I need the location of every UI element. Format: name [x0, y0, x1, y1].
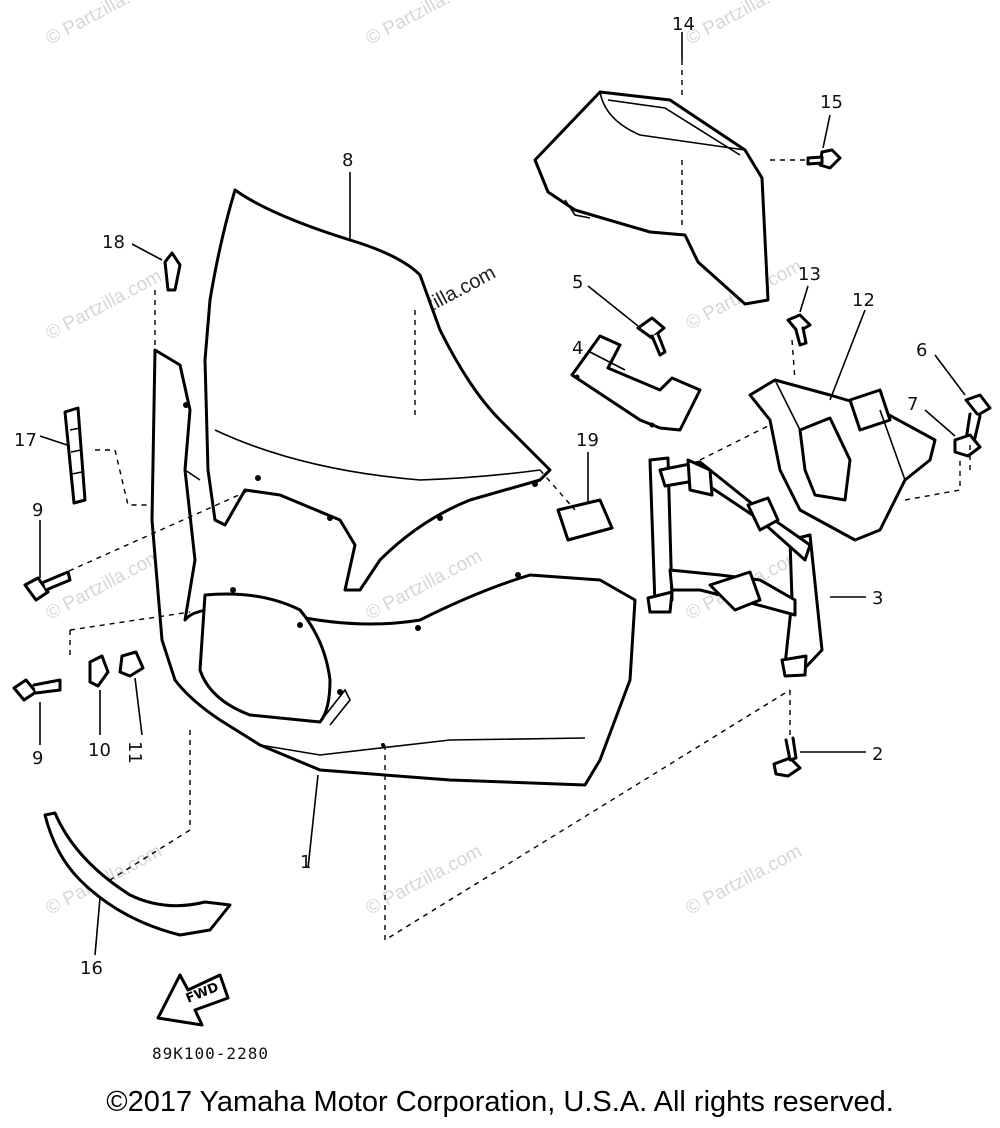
part-9-screw-upper[interactable] — [23, 570, 72, 602]
callouts: 14 15 8 18 5 13 12 4 6 7 17 19 9 3 2 9 1… — [14, 14, 927, 979]
part-1-front-cowling[interactable] — [150, 348, 637, 787]
diagram-code: 89K100-2280 — [152, 1044, 269, 1063]
callout-15: 15 — [820, 92, 843, 113]
callout-19: 19 — [576, 430, 599, 451]
part-13-bolt[interactable] — [786, 313, 812, 347]
assembly-lines — [59, 159, 971, 942]
part-3-stay[interactable] — [646, 456, 824, 678]
part-5-screw[interactable] — [636, 316, 667, 357]
callout-1: 1 — [300, 852, 311, 873]
watermark: © Partzilla.com — [362, 841, 485, 920]
callout-10: 10 — [88, 740, 111, 761]
watermark: © Partzilla.com — [42, 0, 165, 49]
leader-lines — [39, 32, 966, 956]
parts-diagram: © Partzilla.com © Partzilla.com © Partzi… — [12, 0, 992, 1027]
part-14-meter-cover[interactable] — [533, 60, 770, 306]
callout-6: 6 — [916, 340, 927, 361]
callout-12: 12 — [852, 290, 875, 311]
part-18-grommet[interactable] — [163, 251, 182, 292]
callout-9-upper: 9 — [32, 500, 43, 521]
part-11-nut[interactable] — [118, 650, 145, 678]
callout-4: 4 — [572, 338, 583, 359]
watermark: © Partzilla.com — [42, 266, 165, 345]
callout-14: 14 — [672, 14, 695, 35]
part-17-plate[interactable] — [63, 406, 87, 505]
part-12-headlight-bracket[interactable] — [748, 378, 937, 542]
part-8-windscreen[interactable] — [203, 188, 552, 592]
part-16-trim-strip[interactable] — [43, 811, 232, 937]
watermark: © Partzilla.com — [682, 841, 805, 920]
part-10-grommet[interactable] — [88, 654, 110, 688]
watermark: © Partzilla.com — [682, 0, 805, 49]
part-4-bracket[interactable] — [570, 334, 702, 432]
callout-5: 5 — [572, 272, 583, 293]
callout-7: 7 — [907, 394, 918, 415]
callout-11: 11 — [124, 741, 145, 764]
part-15-screw[interactable] — [806, 148, 842, 170]
callout-9-lower: 9 — [32, 748, 43, 769]
callout-17: 17 — [14, 430, 37, 451]
copyright-notice: ©2017 Yamaha Motor Corporation, U.S.A. A… — [106, 1086, 894, 1118]
callout-13: 13 — [798, 264, 821, 285]
part-2-bolt[interactable] — [772, 736, 802, 778]
part-9-screw-lower[interactable] — [12, 678, 62, 702]
callout-16: 16 — [80, 958, 103, 979]
part-7-nut[interactable] — [953, 433, 982, 458]
callout-18: 18 — [102, 232, 125, 253]
callout-2: 2 — [872, 744, 883, 765]
callout-3: 3 — [872, 588, 883, 609]
part-19-label[interactable] — [556, 498, 614, 542]
callout-8: 8 — [342, 150, 353, 171]
fwd-arrow-icon: FWD — [156, 973, 230, 1027]
watermark: © Partzilla.com — [362, 0, 485, 49]
